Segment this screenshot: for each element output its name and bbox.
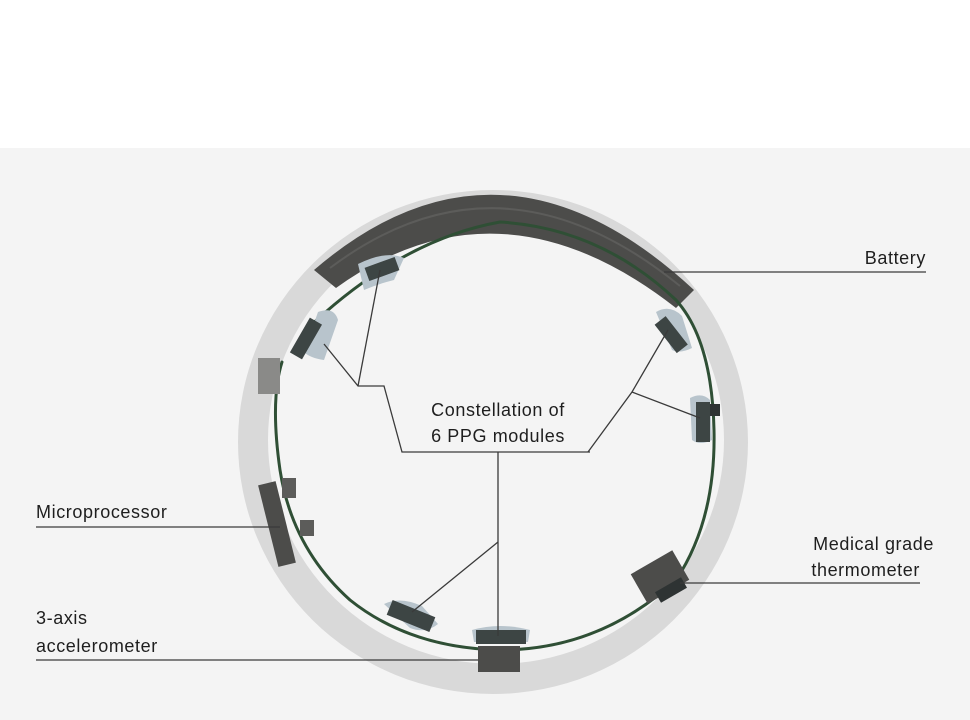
ppg-leader-top xyxy=(357,269,381,387)
ppg-module-5 xyxy=(384,599,438,633)
accelerometer-label-line1: 3-axis xyxy=(36,608,88,628)
battery-label: Battery xyxy=(865,248,926,268)
top-background-band xyxy=(0,0,970,148)
battery-highlight xyxy=(329,207,681,287)
microprocessor-chip xyxy=(258,478,314,567)
ppg-label-line1: Constellation of xyxy=(431,400,565,420)
ppg-leader-bottom-left xyxy=(411,541,499,613)
microprocessor-label: Microprocessor xyxy=(36,502,167,522)
leader-lines xyxy=(36,269,926,661)
ppg-leader-right2 xyxy=(631,391,701,419)
ppg-module-2 xyxy=(289,310,338,360)
thermometer-chip xyxy=(630,550,690,604)
ppg-module-6 xyxy=(472,626,530,644)
ppg-module-1 xyxy=(358,255,404,290)
battery xyxy=(314,194,694,308)
accelerometer-chip xyxy=(478,646,520,672)
ppg-leader-left xyxy=(323,343,406,453)
thermometer-label-line1: Medical grade xyxy=(813,534,934,554)
ppg-module-4 xyxy=(690,395,720,443)
thermometer-label-line2: thermometer xyxy=(811,560,920,580)
ppg-module-3 xyxy=(654,308,692,354)
ppg-leader-right xyxy=(587,329,669,453)
ppg-label-line2: 6 PPG modules xyxy=(431,426,565,446)
charging-contact xyxy=(258,358,280,394)
accelerometer-label-line2: accelerometer xyxy=(36,636,158,656)
